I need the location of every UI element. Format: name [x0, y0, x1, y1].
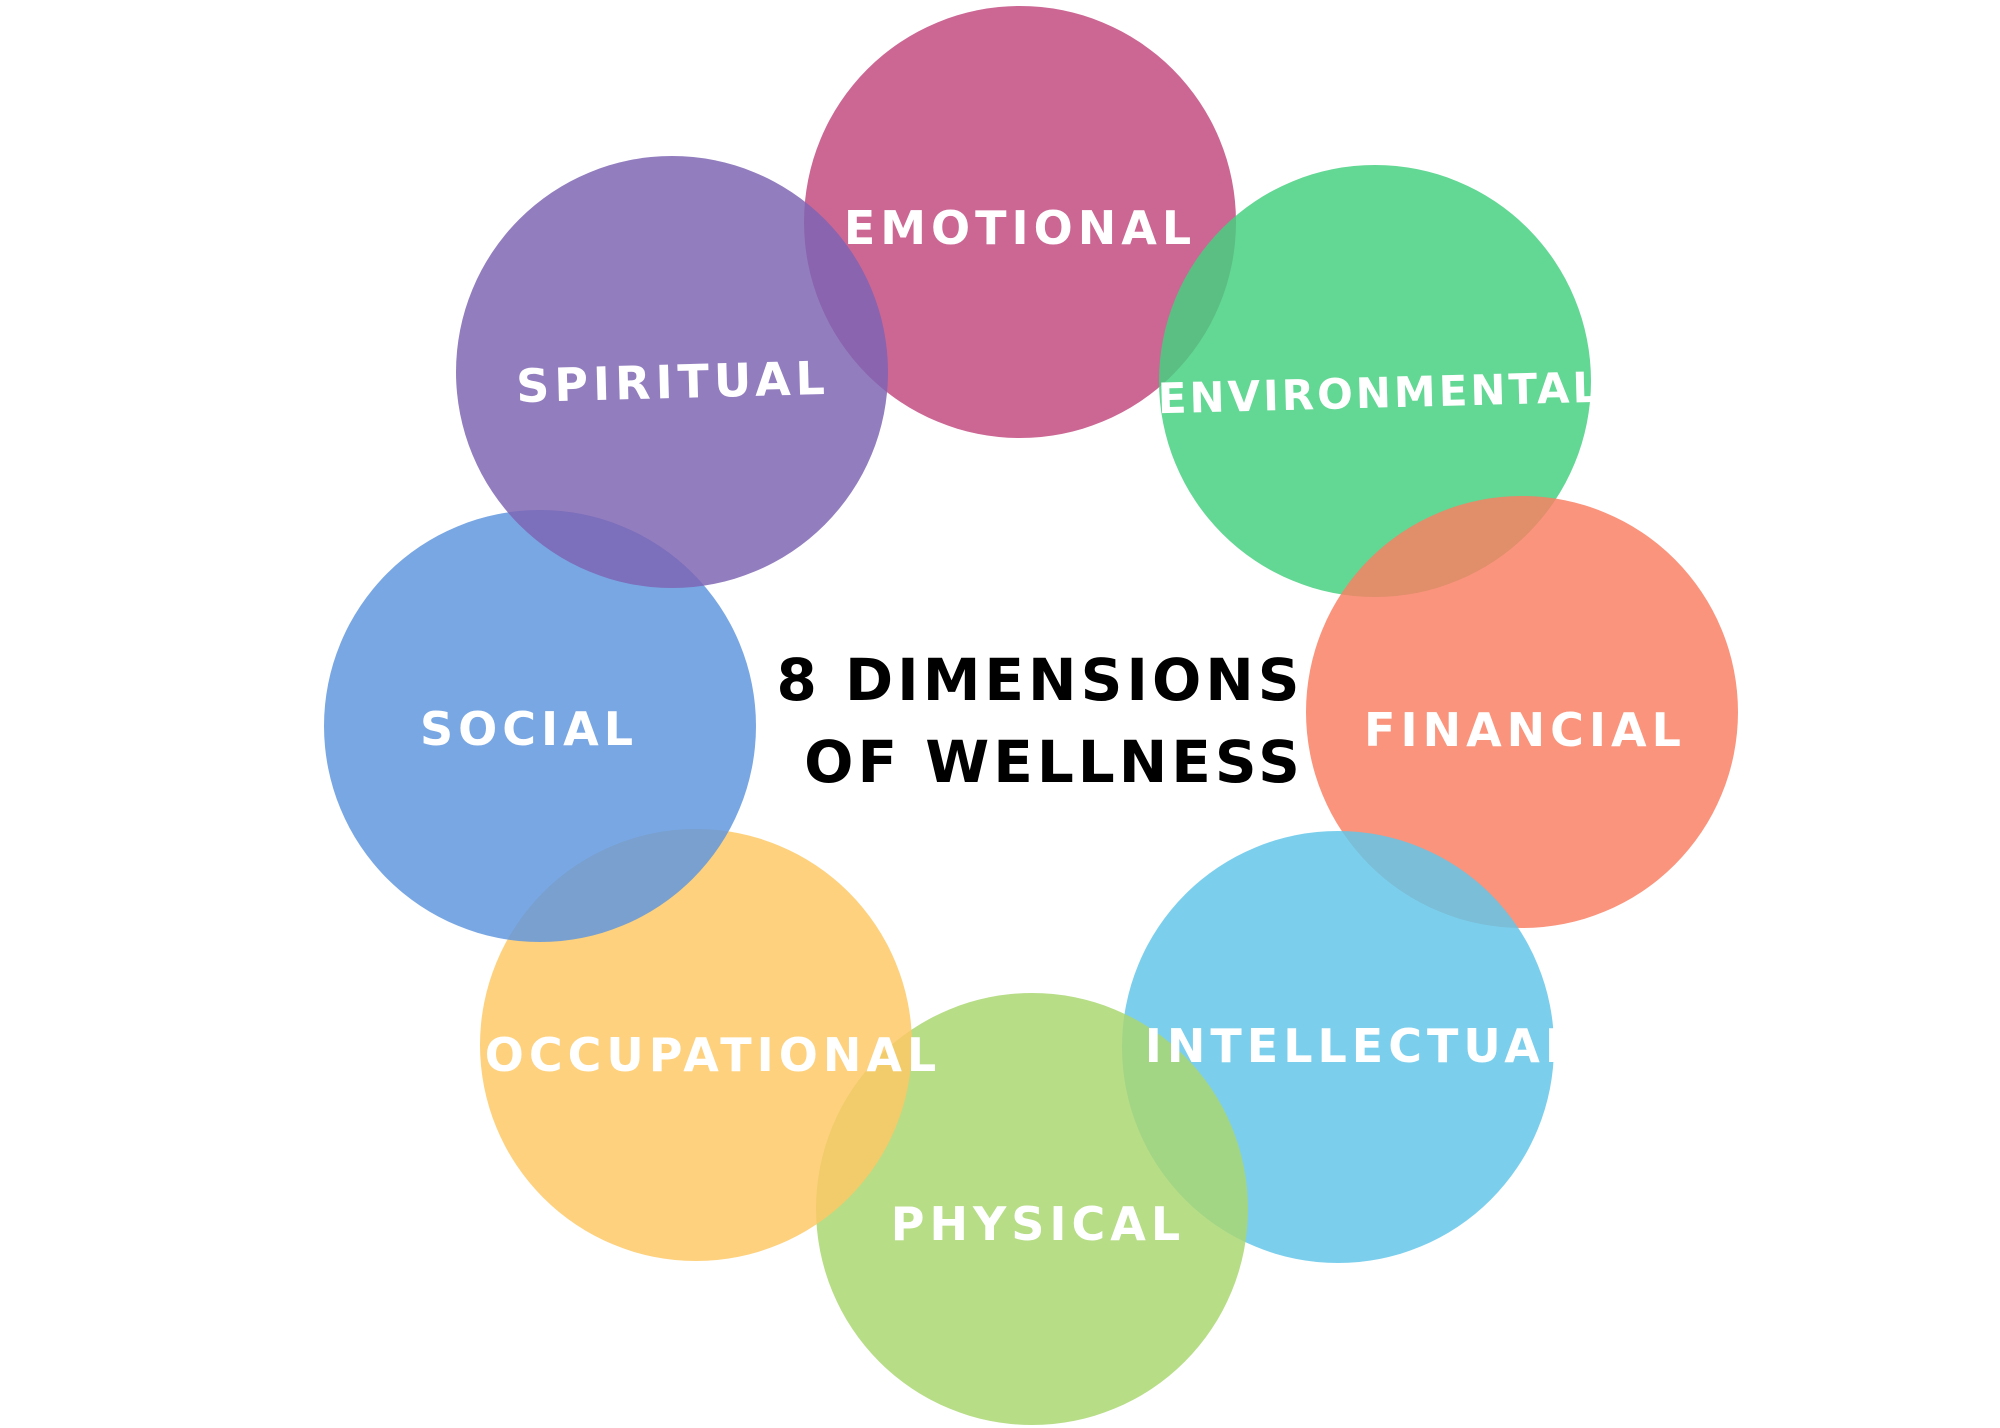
- label-intellectual: INTELLECTUAL: [1144, 1019, 1580, 1073]
- label-financial: FINANCIAL: [1364, 703, 1686, 757]
- title-line-1: 8 DIMENSIONS: [776, 646, 1304, 714]
- label-spiritual: SPIRITUAL: [515, 350, 831, 414]
- label-emotional: EMOTIONAL: [843, 201, 1197, 255]
- label-social: SOCIAL: [419, 702, 639, 756]
- title-line-2: OF WELLNESS: [804, 728, 1304, 796]
- label-occupational: OCCUPATIONAL: [484, 1028, 942, 1082]
- label-physical: PHYSICAL: [890, 1197, 1186, 1251]
- circle-spiritual: [456, 156, 888, 588]
